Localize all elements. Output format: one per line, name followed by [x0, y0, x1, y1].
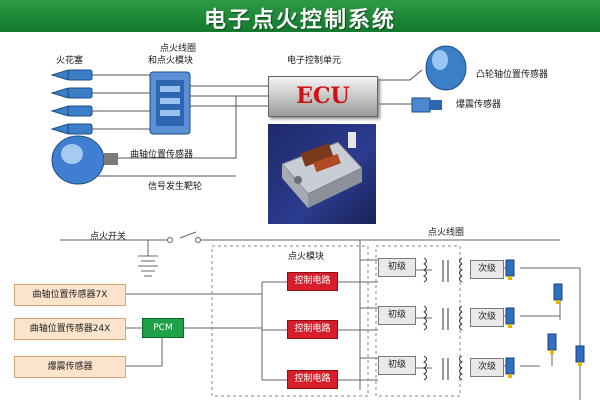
primary-1: 初级	[378, 258, 416, 277]
photo-illustration	[281, 132, 363, 208]
primary-2: 初级	[378, 306, 416, 325]
secondary-2: 次级	[470, 308, 504, 327]
diagram-title: 电子点火控制系统	[203, 8, 396, 33]
module-label: 点火模块	[288, 252, 325, 262]
lower-plug-tips	[508, 276, 582, 378]
control-circuit-3: 控制电路	[287, 370, 338, 389]
lower-wiring	[60, 231, 581, 400]
sensor-knock: 爆震传感器	[14, 356, 126, 378]
ecu-text: ECU	[296, 83, 350, 109]
primary-3: 初级	[378, 356, 416, 375]
title-bar: 电子点火控制系统	[0, 0, 600, 33]
crank-sensor-label: 曲轴位置传感器	[130, 150, 194, 160]
plug-wires	[92, 74, 151, 130]
ecu-box: ECU	[268, 76, 378, 117]
secondary-3: 次级	[470, 358, 504, 377]
spark-plug-4	[50, 123, 93, 135]
knock-sensor-label: 爆震传感器	[456, 100, 502, 110]
spark-plug-2	[50, 87, 93, 99]
sensor-crank-7x: 曲轴位置传感器7X	[14, 284, 126, 306]
sensor-crank-24x: 曲轴位置传感器24X	[14, 318, 126, 340]
trigger-wheel-shape	[51, 135, 118, 185]
spark-plug-label: 火花塞	[56, 56, 84, 66]
coil-module-label-1: 点火线圈	[160, 44, 197, 54]
coil-windings	[423, 257, 463, 381]
ecu-unit-label: 电子控制单元	[287, 56, 342, 66]
coil-label: 点火线圈	[428, 228, 465, 238]
spark-plug-3	[50, 105, 93, 117]
spark-plug-1	[50, 69, 93, 81]
control-circuit-2: 控制电路	[287, 320, 338, 339]
cam-sensor-shape	[425, 45, 467, 91]
lower-plugs	[505, 259, 585, 375]
knock-sensor-shape	[411, 97, 442, 113]
coil-module-label-2: 和点火模块	[148, 56, 194, 66]
ecu-module-photo	[268, 124, 376, 224]
cam-sensor-label: 凸轮轴位置传感器	[476, 70, 549, 80]
coil-module-shape	[149, 71, 191, 135]
control-circuit-1: 控制电路	[287, 272, 338, 291]
secondary-1: 次级	[470, 260, 504, 279]
pcm-box: PCM	[142, 318, 184, 338]
trigger-wheel-label: 信号发生靶轮	[148, 182, 203, 192]
ignition-switch-label: 点火开关	[90, 232, 127, 242]
spark-plug-group	[50, 69, 93, 135]
